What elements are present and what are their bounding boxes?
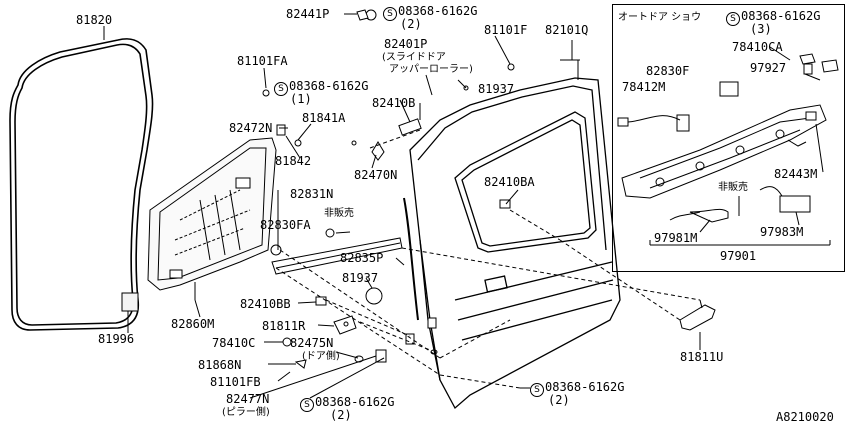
label-82475N-desc: (ドア側) (302, 351, 340, 362)
label-82410B: 82410B (372, 96, 416, 110)
label-81101FB: 81101FB (210, 375, 261, 389)
label-81101F: 81101F (484, 23, 528, 37)
label-82477N: 82477N (226, 392, 270, 406)
label-s08368-low1-qty: (2) (330, 408, 352, 422)
label-97901: 97901 (720, 249, 757, 263)
label-97927: 97927 (750, 61, 787, 75)
bolt-symbol-icon: S (300, 398, 314, 412)
label-97981M: 97981M (654, 231, 698, 245)
weatherstrip-81820 (9, 38, 154, 331)
label-81820: 81820 (76, 13, 113, 27)
label-78412M: 78412M (622, 80, 666, 94)
label-78410CA: 78410CA (732, 40, 783, 54)
label-82830F: 82830F (646, 64, 690, 78)
inset-frame (612, 4, 845, 272)
label-82401P-desc1: (スライドドア (382, 52, 446, 63)
label-81101FA: 81101FA (237, 54, 288, 68)
label-82477N-desc: (ピラー側) (222, 407, 270, 418)
label-82101Q: 82101Q (545, 23, 589, 37)
label-82830FA: 82830FA (260, 218, 311, 232)
label-81996: 81996 (98, 332, 135, 346)
bracket-81811U (679, 299, 716, 331)
bracket-81811R (333, 315, 357, 335)
label-81811U: 81811U (680, 350, 724, 364)
label-81842: 81842 (275, 154, 312, 168)
label-81937-top: 81937 (478, 82, 515, 96)
label-81868N: 81868N (198, 358, 242, 372)
label-s08368-top-qty: (2) (400, 17, 422, 31)
grommet-81937-lower (365, 287, 383, 305)
clip-81996 (121, 292, 139, 326)
label-82443M: 82443M (774, 167, 818, 181)
label-78410C: 78410C (212, 336, 256, 350)
label-81937-bottom: 81937 (342, 271, 379, 285)
label-82401P-desc2: アッパーローラー) (389, 64, 473, 75)
bolt-symbol-icon: S (530, 383, 544, 397)
side-door-panel-82101Q (409, 77, 621, 410)
label-81841A: 81841A (302, 111, 346, 125)
label-82831N: 82831N (290, 187, 334, 201)
dashed-guides (275, 129, 701, 389)
label-s08368-mid-qty: (1) (290, 92, 312, 106)
label-s08368-inset-qty: (3) (750, 22, 772, 36)
label-82401P: 82401P (384, 37, 428, 51)
label-82860M: 82860M (171, 317, 215, 331)
leader-lines (103, 13, 701, 399)
label-hihanbai-left: 非販売 (324, 208, 354, 219)
inset-power-door-unit (617, 46, 839, 246)
seal-strip-82835P (403, 197, 419, 321)
label-82470N: 82470N (354, 168, 398, 182)
rail-82830FA (270, 228, 403, 275)
label-inset-title: オートドア ショウ (618, 12, 702, 23)
diagram-code: A8210020 (776, 410, 834, 424)
bolt-symbol-icon: S (274, 82, 288, 96)
label-81811R: 81811R (262, 319, 306, 333)
label-82835P: 82835P (340, 251, 384, 265)
label-97983M: 97983M (760, 225, 804, 239)
label-hihanbai-inset: 非販売 (718, 182, 748, 193)
label-s08368-low2-qty: (2) (548, 393, 570, 407)
trim-panel-82860M (147, 137, 277, 300)
label-82472N: 82472N (229, 121, 273, 135)
label-82410BB: 82410BB (240, 297, 291, 311)
label-82410BA: 82410BA (484, 175, 535, 189)
label-82441P: 82441P (286, 7, 330, 21)
bolt-symbol-icon: S (383, 7, 397, 21)
label-82475N: 82475N (290, 336, 334, 350)
bolt-symbol-icon: S (726, 12, 740, 26)
